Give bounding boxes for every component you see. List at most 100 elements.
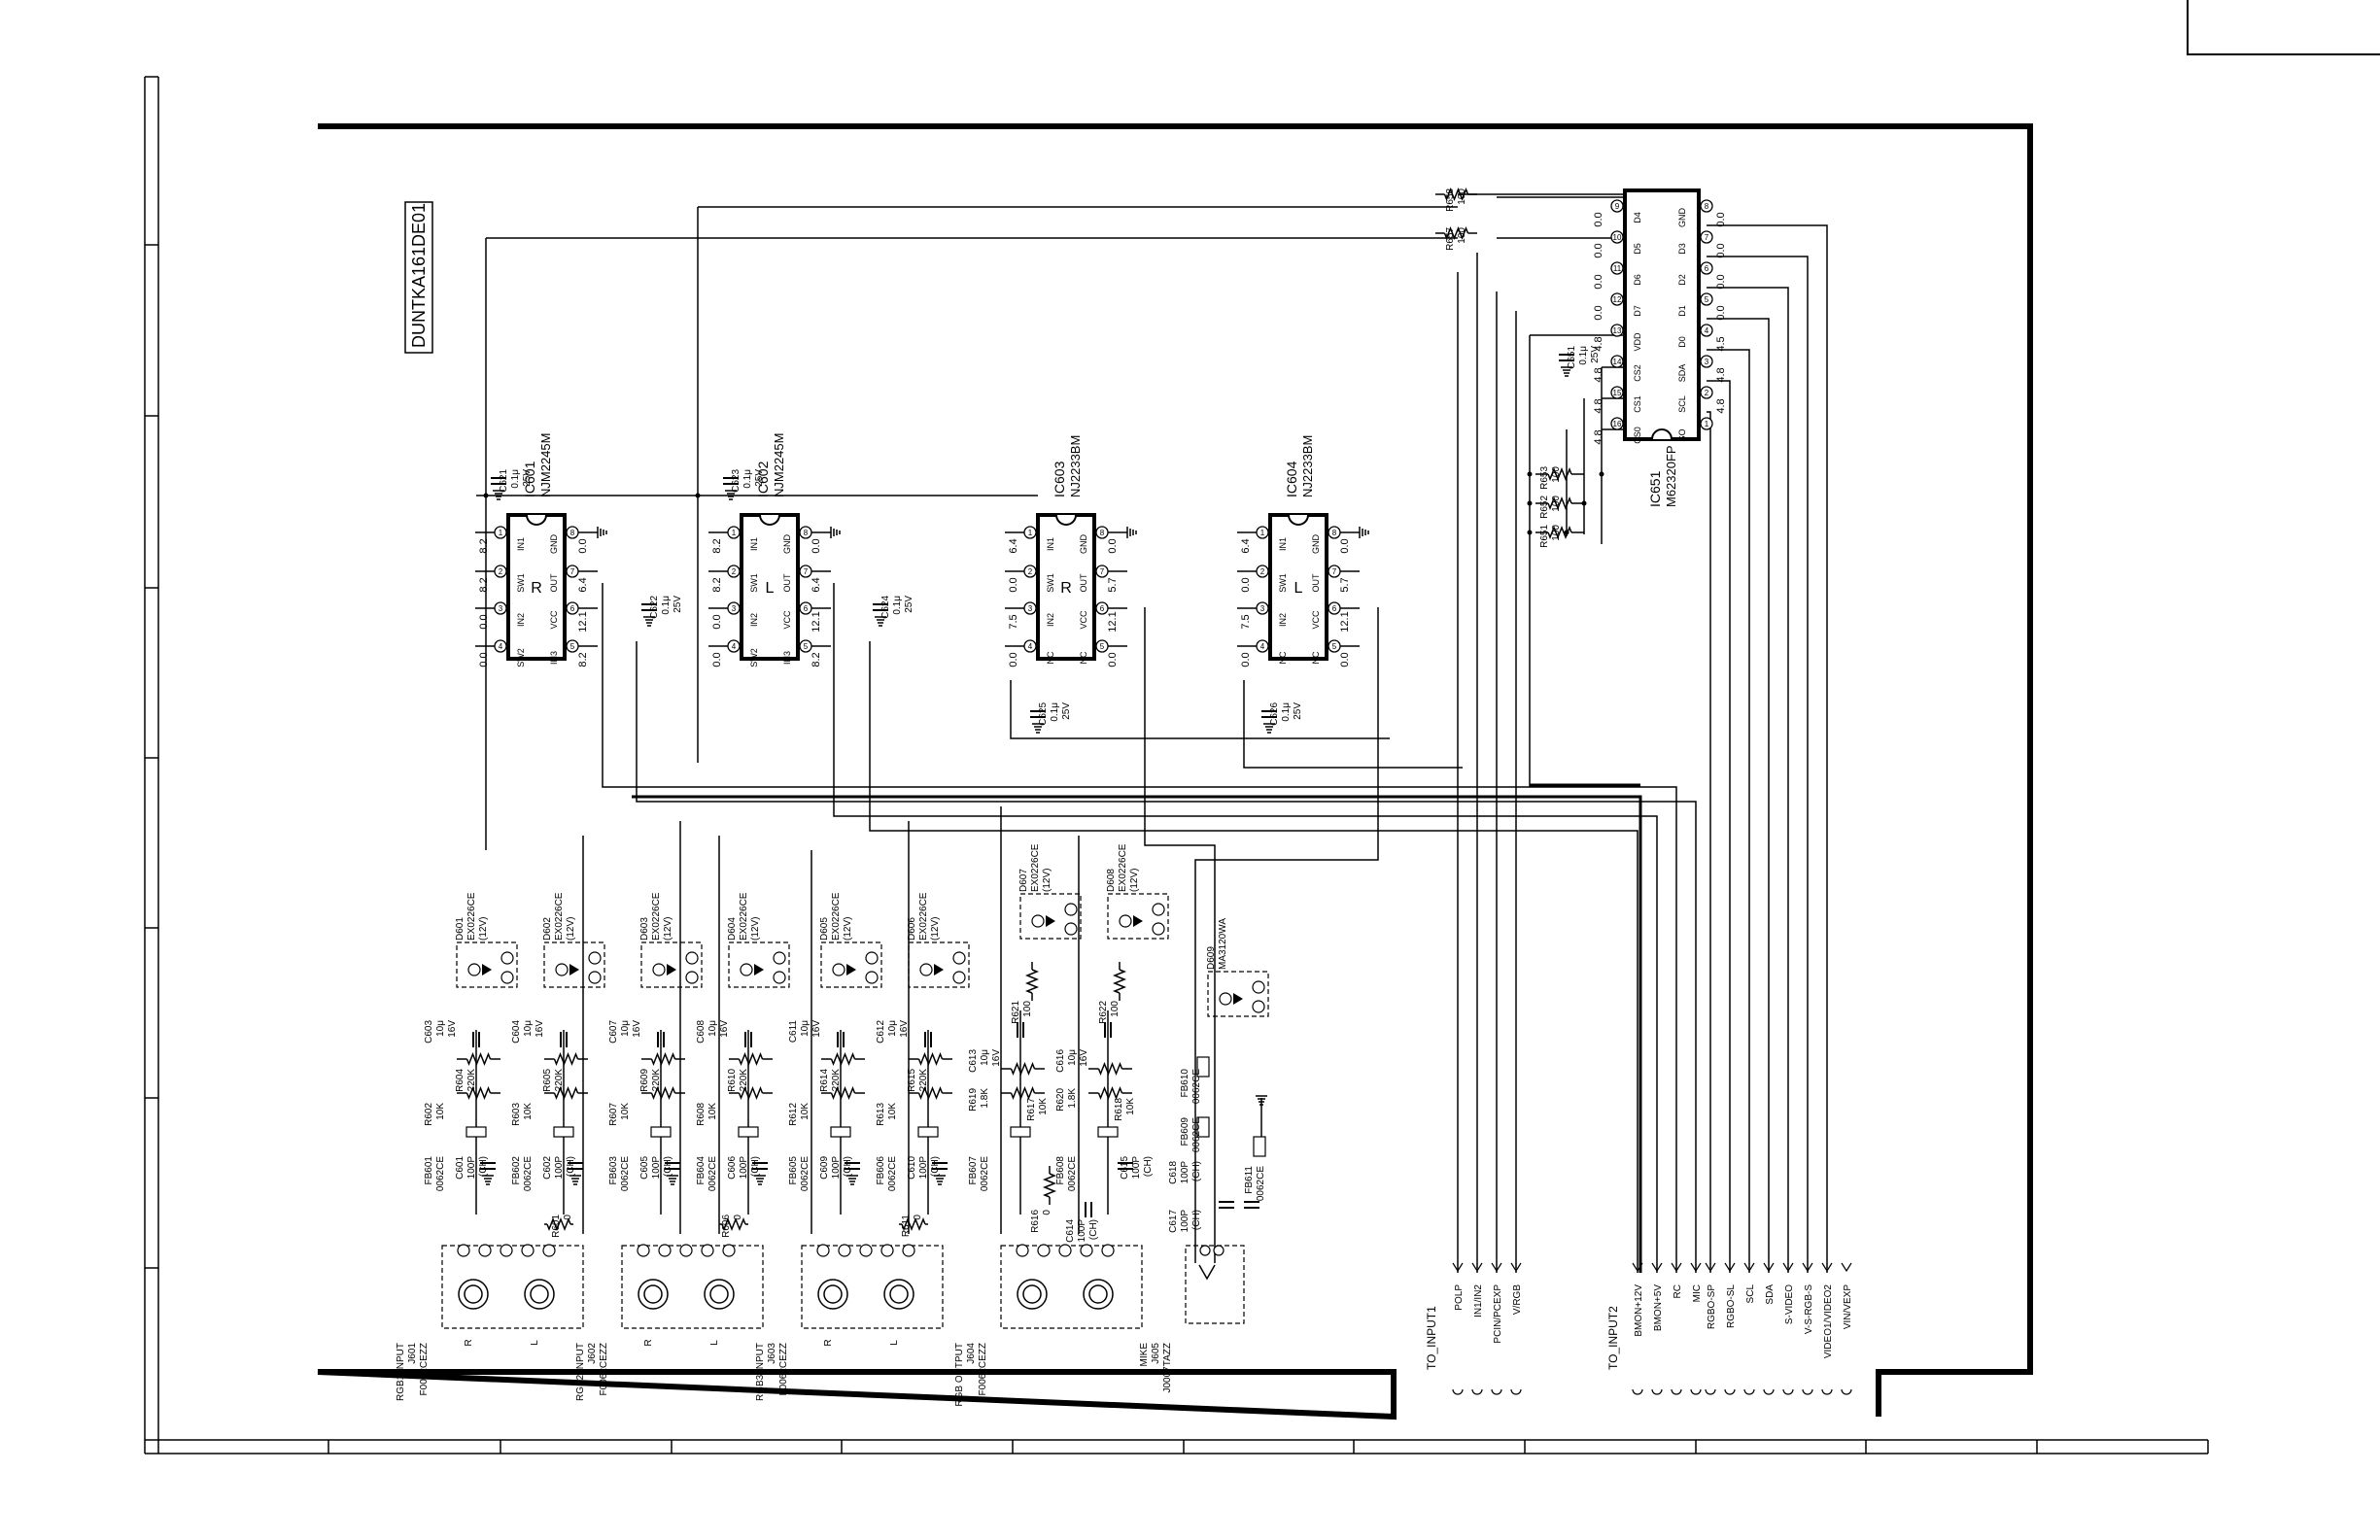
- diode-package-outline: [1207, 971, 1269, 1017]
- res-ref-label: R606: [721, 1215, 732, 1238]
- ground-resistor: [1042, 1173, 1057, 1198]
- pin-voltage-label: 7.5: [1008, 614, 1019, 629]
- diode-rating-label: (12V): [1129, 869, 1140, 892]
- cap-rating-label: 25V: [1590, 346, 1601, 363]
- pin-marker: [1023, 526, 1037, 539]
- ground-symbol: [1256, 1095, 1267, 1106]
- ferrite-part-label: 0062CE: [1191, 1117, 1202, 1152]
- cap-type-label: (CH): [1088, 1219, 1099, 1240]
- input-resistor: [466, 1085, 492, 1101]
- diode-part-label: EX0226CE: [831, 892, 842, 941]
- res-value-label: 100: [1551, 466, 1562, 483]
- pin-name-label: GND: [1311, 534, 1321, 555]
- signal-wire: [1194, 607, 1379, 1263]
- connector-contact: [1671, 1388, 1682, 1395]
- bypass-capacitor: [641, 603, 657, 611]
- diode-package-outline: [1019, 893, 1082, 940]
- pin-marker: [566, 565, 579, 578]
- pin-voltage-label: 0.0: [1593, 274, 1604, 289]
- signal-wire: [1144, 607, 1216, 1263]
- pin-marker: [685, 971, 699, 984]
- pin-marker: [727, 601, 741, 615]
- res-value-label: 0: [563, 1215, 573, 1220]
- connector-pin-label: BMON+12V: [1634, 1284, 1644, 1337]
- coupling-capacitor: [657, 1032, 665, 1047]
- ground-symbol: [934, 1175, 946, 1185]
- cap-value-label: 100P: [651, 1156, 662, 1180]
- ic-notch: [1651, 428, 1673, 440]
- connector-pin-label: POLP: [1454, 1284, 1465, 1311]
- res-value-label: 220K: [651, 1069, 662, 1092]
- jack-socket: [1017, 1279, 1048, 1310]
- cap-rating-label: 25V: [1293, 702, 1303, 720]
- cap-rating-label: 16V: [447, 1020, 458, 1038]
- jack-pin: [1058, 1244, 1072, 1257]
- jack-title-label: RGB OUTPUT: [954, 1343, 965, 1407]
- pin-voltage-label: 8.2: [711, 577, 723, 592]
- jack-pin: [722, 1244, 736, 1257]
- connector-pin-label: MIC: [1692, 1284, 1703, 1302]
- jack-pin: [859, 1244, 873, 1257]
- cap-ref-label: C603: [424, 1020, 434, 1044]
- jack-socket-inner: [823, 1284, 843, 1304]
- ferrite-ref-label: FB604: [696, 1156, 707, 1185]
- pin-number: 7: [570, 567, 575, 576]
- jack-pin: [542, 1244, 556, 1257]
- pin-name-label: SW1: [749, 573, 759, 593]
- pin-voltage-label: 4.8: [1715, 398, 1727, 413]
- diode-symbol: [1233, 993, 1243, 1005]
- connector-pin-label: SDA: [1765, 1284, 1776, 1305]
- diode-ref-label: D606: [907, 917, 917, 941]
- connector-pin-label: PCIN/PCEXP: [1493, 1284, 1503, 1344]
- cap-rating-label: 25V: [522, 469, 533, 487]
- jack-pin: [1037, 1244, 1051, 1257]
- jack-socket: [1083, 1279, 1114, 1310]
- pin-number: 9: [1615, 202, 1620, 211]
- res-value-label: 0: [1042, 1210, 1052, 1215]
- cap-value-label: 10μ: [620, 1020, 631, 1037]
- pin-number: 6: [1100, 604, 1105, 613]
- pin-voltage-label: 0.0: [1593, 305, 1604, 320]
- res-value-label: 100: [1551, 496, 1562, 512]
- pin-marker: [1064, 922, 1078, 936]
- pin-voltage-label: 4.8: [1715, 367, 1727, 382]
- ground-symbol: [1263, 723, 1275, 734]
- pin-number: 8: [1705, 202, 1709, 211]
- diode-symbol: [482, 964, 492, 975]
- cap-type-label: (CH): [566, 1156, 576, 1177]
- ferrite-ref-label: FB603: [608, 1156, 619, 1185]
- diode-package-outline: [456, 941, 518, 988]
- pin-number: 3: [1705, 358, 1709, 366]
- pin-marker: [799, 526, 812, 539]
- connector-contact: [1705, 1388, 1716, 1395]
- pin-name-label: IN2: [516, 613, 526, 627]
- junction-dot: [1581, 500, 1587, 506]
- pin-name-label: NC: [1278, 651, 1288, 664]
- jack-part-label: F0062CEZZ: [599, 1343, 609, 1395]
- res-ref-label: R607: [608, 1103, 619, 1126]
- signal-wire: [833, 583, 1658, 1273]
- ferrite-part-label: 0062CE: [1191, 1069, 1202, 1104]
- pin-number: 8: [1332, 529, 1337, 537]
- jack-socket-inner: [643, 1284, 663, 1304]
- ic651-body: [1623, 188, 1701, 441]
- pin-marker: [773, 951, 786, 965]
- cap-value-label: 0.1μ: [892, 596, 903, 615]
- junction-dot: [1564, 530, 1569, 535]
- jack-r-label: R: [823, 1339, 834, 1346]
- jack-outline: [1185, 1245, 1245, 1324]
- pin-name-label: OUT: [1311, 573, 1321, 593]
- ic-ref-label: IC602: [755, 461, 771, 497]
- ferrite-ref-label: FB606: [876, 1156, 886, 1185]
- pin-marker: [1219, 992, 1232, 1006]
- ground-symbol: [830, 527, 841, 538]
- pin-marker: [832, 963, 845, 976]
- pin-name-label: SW2: [516, 648, 526, 667]
- connector-pin-arrow: [1782, 1262, 1794, 1273]
- ic-ic602-body: [740, 513, 800, 661]
- connector-contact: [1510, 1388, 1522, 1395]
- coupling-capacitor: [560, 1032, 568, 1047]
- filter-capacitor: [1244, 1201, 1259, 1209]
- jack-outline: [801, 1245, 944, 1329]
- cap-value-label: 100P: [554, 1156, 565, 1180]
